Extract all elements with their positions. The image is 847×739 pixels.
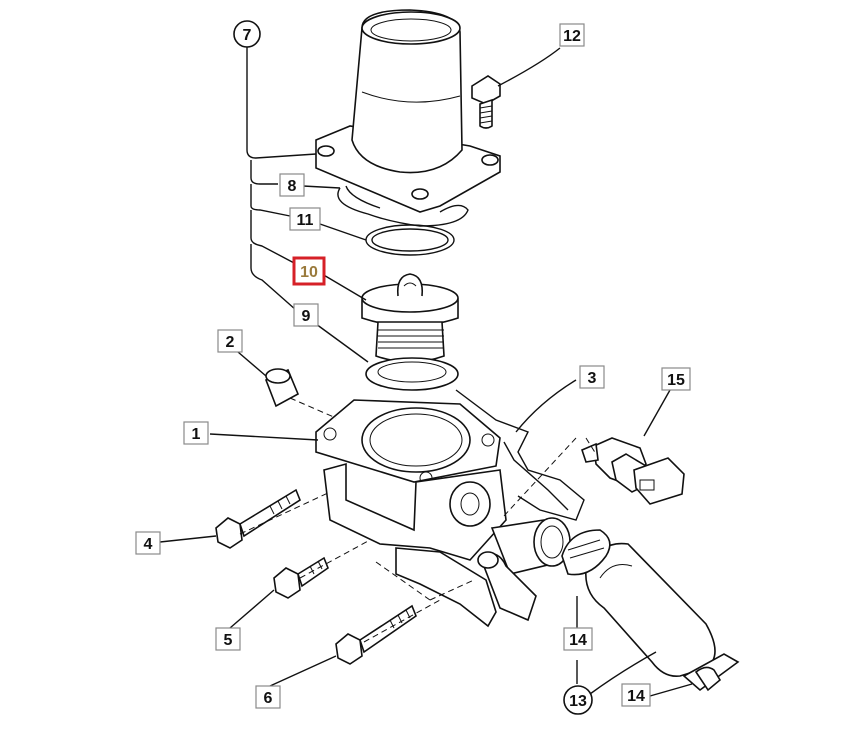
- gasket-3-part: [455, 389, 585, 521]
- callout-12: 12: [559, 23, 585, 47]
- callout-7-text: 7: [243, 27, 252, 44]
- callout-1-text: 1: [192, 426, 201, 443]
- callout-2: 2: [217, 329, 243, 353]
- callout-10: 10: [292, 256, 326, 286]
- callout-6-text: 6: [264, 690, 273, 707]
- callout-1: 1: [183, 421, 209, 445]
- callout-4: 4: [135, 531, 161, 555]
- clamp-14-upper-part: [561, 529, 611, 576]
- clamp-14-lower-part: [682, 653, 740, 692]
- callout-14-lower: 14: [621, 683, 651, 707]
- callout-3: 3: [579, 365, 605, 389]
- callout-8: 8: [279, 173, 305, 197]
- outlet-pipe-part: [315, 9, 501, 213]
- o-ring-11-part: [365, 224, 455, 256]
- callout-12-text: 12: [563, 28, 581, 45]
- callout-13: 13: [563, 685, 593, 715]
- plug-2-part: [264, 368, 300, 408]
- callout-14-lower-text: 14: [627, 688, 645, 705]
- callout-8-text: 8: [288, 178, 297, 195]
- bolt-12-part: [471, 75, 501, 129]
- callout-6: 6: [255, 685, 281, 709]
- callout-10-text: 10: [300, 264, 318, 281]
- sensor-15-part: [581, 437, 685, 505]
- bolt-5-part: [273, 556, 329, 599]
- callout-11-text: 11: [297, 212, 314, 229]
- callout-5: 5: [215, 627, 241, 651]
- callout-15: 15: [661, 367, 691, 391]
- callout-7: 7: [233, 20, 261, 48]
- bolt-6-part: [335, 604, 417, 665]
- callout-9-text: 9: [302, 308, 311, 325]
- leader-lines: [159, 46, 693, 697]
- callout-5-text: 5: [224, 632, 233, 649]
- callout-11: 11: [289, 207, 321, 231]
- callout-9: 9: [293, 303, 319, 327]
- hose-13-part: [585, 542, 716, 678]
- callout-13-text: 13: [569, 693, 587, 710]
- thermostat-10-part: [361, 273, 459, 391]
- callout-3-text: 3: [588, 370, 597, 387]
- housing-1-part: [315, 399, 571, 628]
- callout-2-text: 2: [226, 334, 235, 351]
- callout-4-text: 4: [144, 536, 153, 553]
- bolt-4-part: [215, 488, 301, 549]
- callout-14-upper: 14: [563, 627, 593, 651]
- callout-14-upper-text: 14: [569, 632, 587, 649]
- callout-15-text: 15: [667, 372, 685, 389]
